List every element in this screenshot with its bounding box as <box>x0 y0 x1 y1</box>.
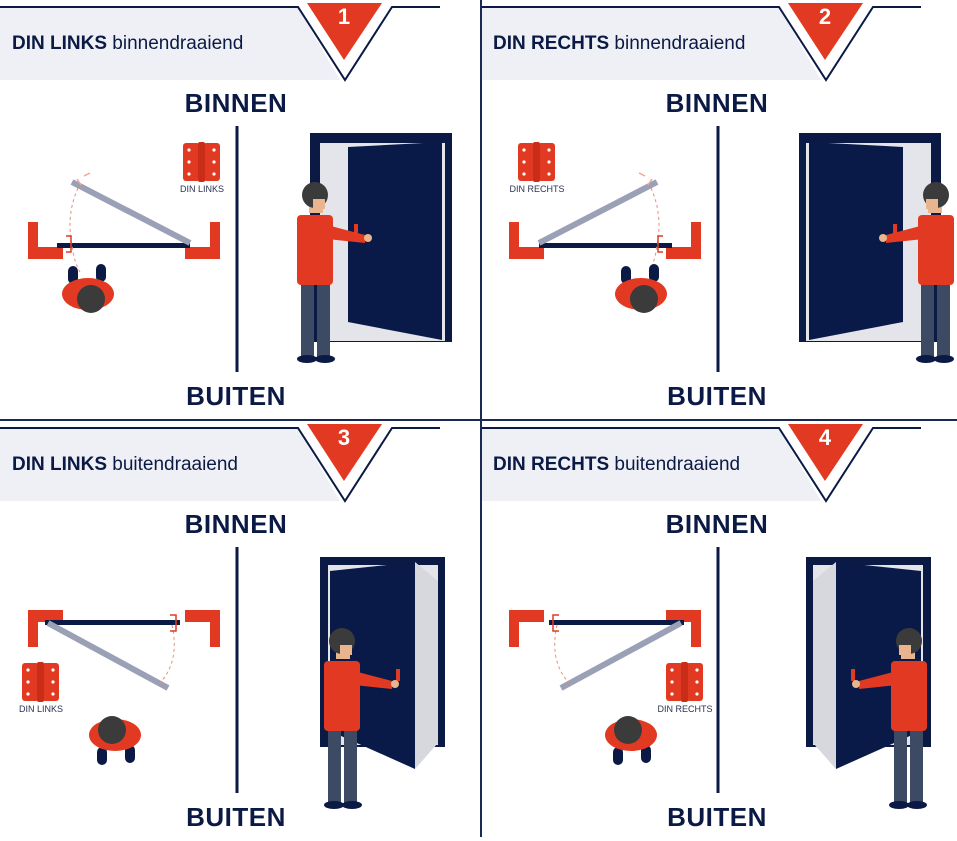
swing-arc <box>554 624 570 684</box>
door-illustration <box>320 557 445 809</box>
panel-2: 2 DIN RECHTS binnendraaiend BINNEN BUITE… <box>481 0 957 420</box>
panel-title: DIN LINKS buitendraaiend <box>12 454 238 476</box>
person-standing-icon <box>879 182 954 363</box>
header-band <box>0 429 340 501</box>
swing-arc <box>159 624 175 684</box>
wall-left <box>666 222 701 259</box>
wall-right <box>185 222 220 259</box>
person-standing-icon <box>324 628 399 809</box>
panel-title: DIN RECHTS binnendraaiend <box>493 33 745 55</box>
hinge-label: DIN LINKS <box>179 184 224 194</box>
title-opening: binnendraaiend <box>614 33 746 54</box>
hinge-label: DIN RECHTS <box>509 184 565 194</box>
open-door-leaf <box>46 620 170 691</box>
title-opening: buitendraaiend <box>112 454 238 475</box>
horizontal-divider <box>0 419 957 421</box>
swing-arc <box>648 187 660 273</box>
person-top-view-icon <box>62 264 114 313</box>
title-din-side: DIN RECHTS <box>493 454 610 475</box>
wall-right <box>185 610 220 647</box>
floor-plan <box>509 172 701 273</box>
hinge-icon <box>183 142 220 182</box>
person-standing-icon <box>297 182 372 363</box>
header-outline <box>481 6 921 82</box>
title-din-side: DIN LINKS <box>12 454 107 475</box>
door-illustration <box>806 557 931 809</box>
panel-number: 4 <box>818 425 832 450</box>
hinge-icon <box>666 662 703 702</box>
closed-door-leaf <box>57 243 190 248</box>
panel-number: 1 <box>337 4 351 29</box>
header-outline <box>0 427 440 503</box>
buiten-label: BUITEN <box>186 381 286 411</box>
number-badge-icon <box>307 424 382 481</box>
closed-door-leaf <box>45 620 180 625</box>
header-outline <box>481 427 921 503</box>
panel-title: DIN RECHTS buitendraaiend <box>493 454 740 476</box>
hinge-icon <box>22 662 59 702</box>
door-illustration <box>297 133 452 363</box>
floor-plan <box>28 172 220 273</box>
number-badge-icon <box>788 3 863 60</box>
open-door-leaf <box>70 179 192 246</box>
wall-left <box>666 610 701 647</box>
vertical-divider <box>480 0 482 837</box>
panel-number: 2 <box>818 4 832 29</box>
header-outline <box>0 6 440 82</box>
binnen-label: BINNEN <box>665 88 769 118</box>
panel-number: 3 <box>337 425 351 450</box>
wall-right <box>509 222 544 259</box>
title-din-side: DIN LINKS <box>12 33 107 54</box>
person-top-view-icon <box>615 264 667 313</box>
header-band <box>0 8 340 80</box>
person-top-view-icon <box>89 716 141 765</box>
binnen-label: BINNEN <box>184 88 288 118</box>
buiten-label: BUITEN <box>186 802 286 832</box>
door-illustration <box>799 133 954 363</box>
binnen-label: BINNEN <box>665 509 769 539</box>
open-door-leaf <box>537 179 659 246</box>
panel-1: 1 DIN LINKS binnendraaiend BINNEN BUITEN… <box>0 0 480 420</box>
buiten-label: BUITEN <box>667 802 767 832</box>
swing-arc <box>69 187 81 273</box>
person-standing-icon <box>852 628 927 809</box>
hinge-icon <box>518 142 555 182</box>
floor-plan <box>28 610 220 691</box>
hinge-label: DIN RECHTS <box>657 704 713 714</box>
title-din-side: DIN RECHTS <box>493 33 610 54</box>
header-band <box>481 429 821 501</box>
binnen-label: BINNEN <box>184 509 288 539</box>
buiten-label: BUITEN <box>667 381 767 411</box>
wall-left <box>28 610 63 647</box>
header-band <box>481 8 821 80</box>
number-badge-icon <box>788 424 863 481</box>
title-opening: buitendraaiend <box>614 454 741 475</box>
panel-3: 3 DIN LINKS buitendraaiend BINNEN BUITEN… <box>0 421 480 841</box>
panel-title: DIN LINKS binnendraaiend <box>12 33 243 55</box>
person-top-view-icon <box>605 716 657 765</box>
hinge-label: DIN LINKS <box>18 704 63 714</box>
wall-right <box>509 610 544 647</box>
number-badge-icon <box>307 3 382 60</box>
wall-left <box>28 222 63 259</box>
open-door-leaf <box>559 620 683 691</box>
title-opening: binnendraaiend <box>112 33 244 54</box>
floor-plan <box>509 610 701 691</box>
panel-4: 4 DIN RECHTS buitendraaiend BINNEN BUITE… <box>481 421 957 841</box>
closed-door-leaf <box>539 243 672 248</box>
closed-door-leaf <box>549 620 684 625</box>
